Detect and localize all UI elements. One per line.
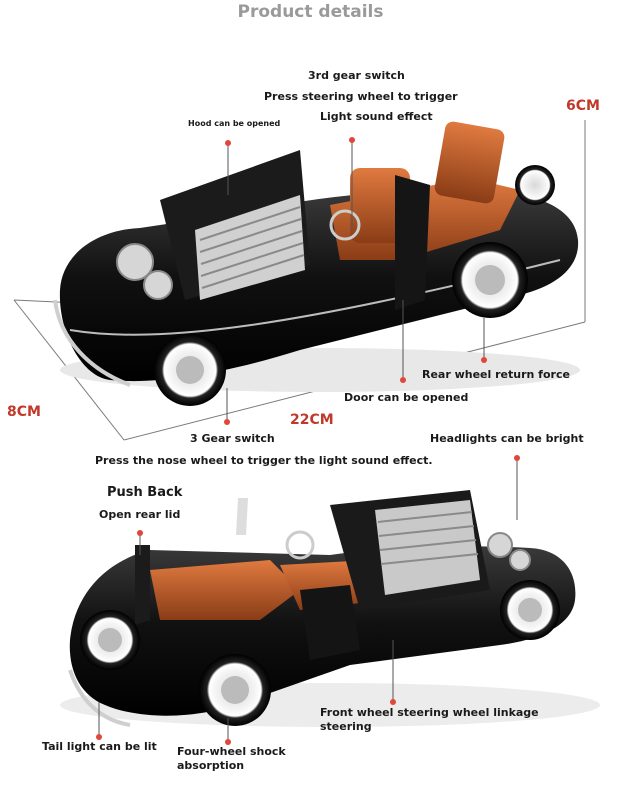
callout-3rd-gear-switch: 3rd gear switch <box>308 69 405 82</box>
page-title: Product details <box>237 2 384 22</box>
callout-dots <box>96 137 520 745</box>
callout-front-wheel-steering-line2: steering <box>320 720 372 733</box>
callout-four-wheel-shock-line2: absorption <box>177 759 245 772</box>
dimension-length-label: 22CM <box>290 412 334 428</box>
callout-hood-opened: Hood can be opened <box>188 119 281 128</box>
callout-rear-wheel-return: Rear wheel return force <box>422 368 570 381</box>
callout-light-sound-effect: Light sound effect <box>320 110 433 123</box>
dimension-width-label: 8CM <box>7 404 41 420</box>
dimension-height-label: 6CM <box>566 98 600 114</box>
callout-tail-light: Tail light can be lit <box>42 740 157 753</box>
callout-open-rear-lid: Open rear lid <box>99 508 181 521</box>
callout-front-wheel-steering: Front wheel steering wheel linkage <box>320 706 539 719</box>
callout-headlights: Headlights can be bright <box>430 432 584 445</box>
callout-leaders <box>98 140 518 742</box>
callout-push-back: Push Back <box>107 485 183 500</box>
callout-door-opened: Door can be opened <box>344 391 469 404</box>
callout-nose-wheel: Press the nose wheel to trigger the ligh… <box>95 454 433 467</box>
top-car-image <box>53 121 580 406</box>
bottom-car-image <box>60 490 600 727</box>
callout-press-steering-wheel: Press steering wheel to trigger <box>264 90 458 103</box>
callout-3-gear-switch: 3 Gear switch <box>190 432 275 445</box>
callout-four-wheel-shock: Four-wheel shock <box>177 745 286 758</box>
